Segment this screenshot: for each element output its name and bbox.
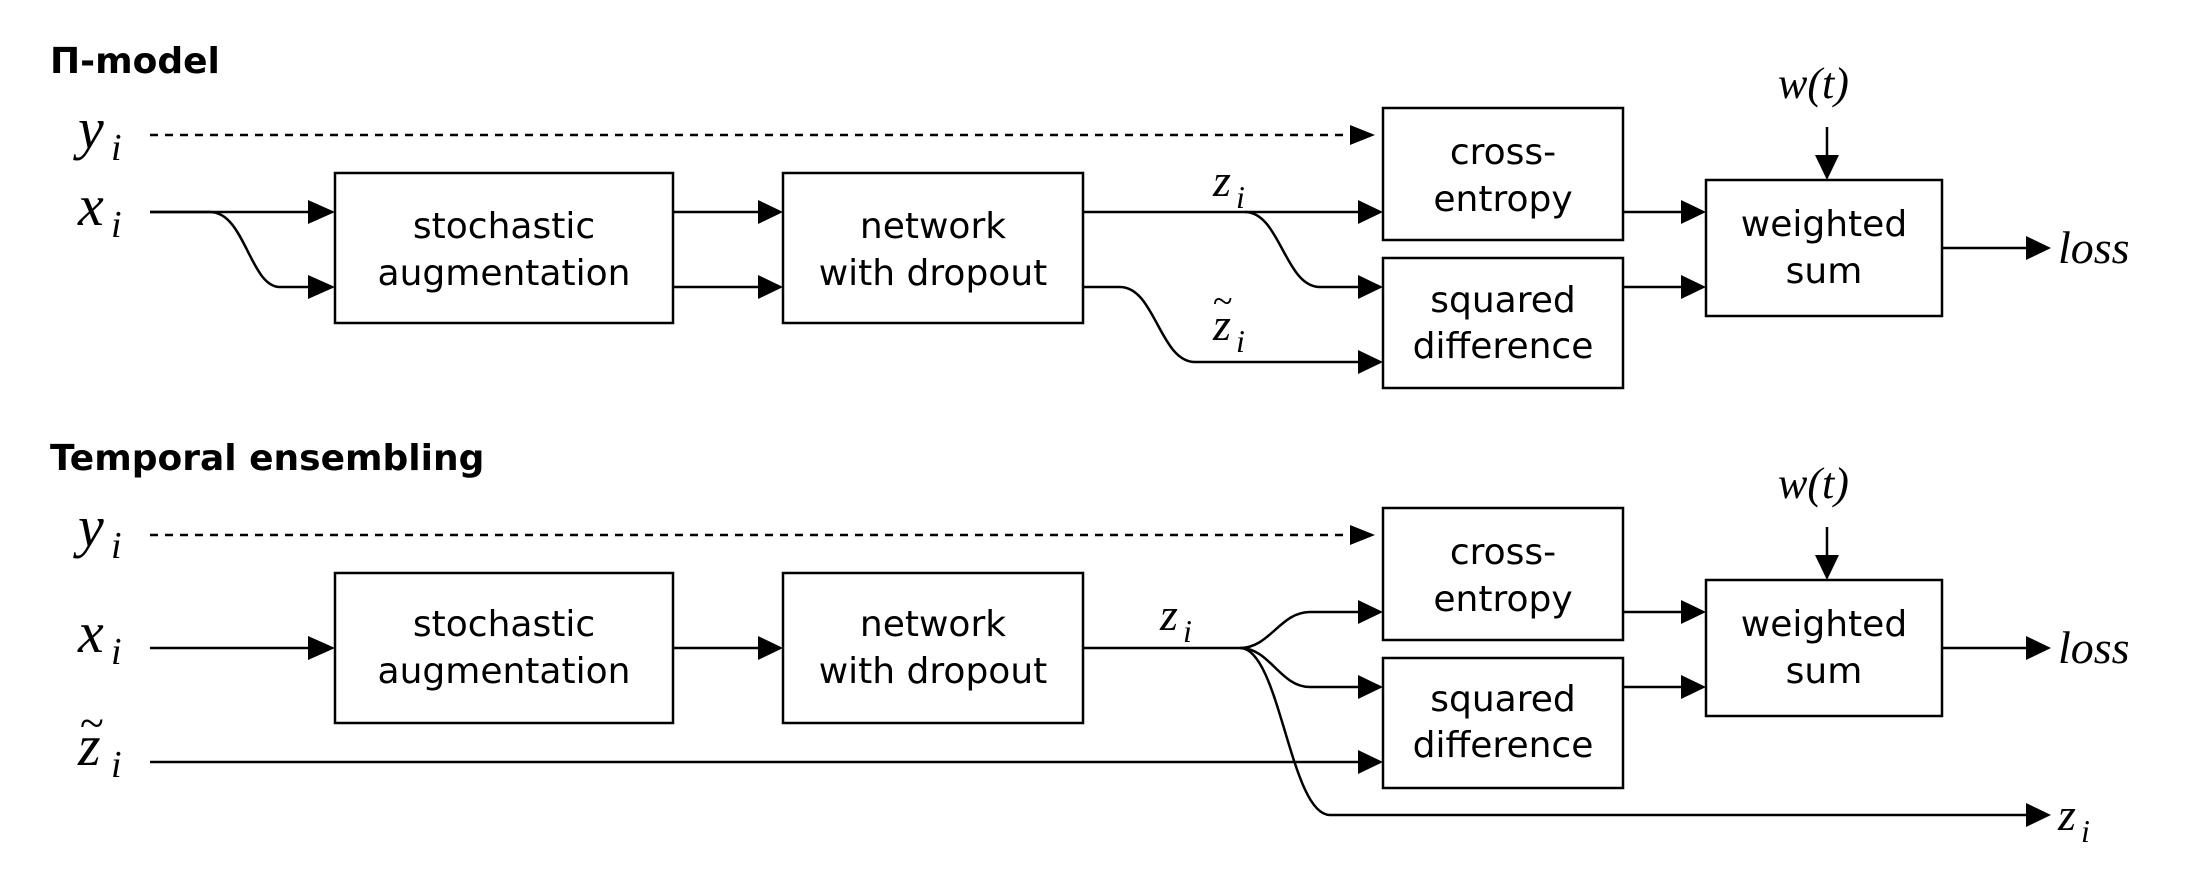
- svg-text:network: network: [860, 604, 1006, 645]
- svg-text:z: z: [2057, 789, 2076, 840]
- svg-text:difference: difference: [1413, 326, 1594, 367]
- pi-input-x-label: x i: [77, 173, 122, 246]
- pi-weighted-sum-box: weighted sum: [1704, 178, 1944, 318]
- svg-text:weighted: weighted: [1741, 204, 1907, 245]
- svg-text:difference: difference: [1413, 725, 1594, 766]
- te-z-label: z i: [1159, 589, 1192, 649]
- svg-text:with dropout: with dropout: [819, 651, 1048, 692]
- pi-ztilde-to-sq-wire: [1083, 285, 1360, 364]
- svg-text:entropy: entropy: [1433, 179, 1572, 220]
- te-weight-label: w(t): [1778, 459, 1849, 508]
- te-loss-arrowhead: [2026, 636, 2051, 660]
- svg-text:y: y: [73, 494, 104, 559]
- svg-text:network: network: [860, 206, 1006, 247]
- pi-weight-label: w(t): [1778, 59, 1849, 108]
- pi-z-to-sq-arrowhead: [1358, 275, 1383, 299]
- te-z-to-ce-wire: [1239, 610, 1360, 650]
- te-network-box: network with dropout: [781, 571, 1085, 725]
- pi-ce-to-ws-arrowhead: [1681, 200, 1706, 224]
- svg-text:z: z: [1159, 589, 1178, 640]
- temporal-section: Temporal ensembling y i x i ~ z i stocha…: [50, 438, 2130, 849]
- te-ztilde-arrowhead: [1358, 750, 1383, 774]
- pi-aug-to-net-lower-arrowhead: [758, 275, 783, 299]
- svg-text:i: i: [111, 204, 122, 246]
- svg-text:i: i: [111, 127, 122, 169]
- pi-aug-to-net-upper-arrowhead: [758, 200, 783, 224]
- pi-x-lower-wire: [150, 210, 310, 289]
- te-squared-difference-box: squared difference: [1381, 656, 1625, 790]
- svg-text:augmentation: augmentation: [378, 253, 631, 294]
- te-augmentation-box: stochastic augmentation: [333, 571, 675, 725]
- te-z-to-ce-arrowhead: [1358, 600, 1383, 624]
- te-z-to-sq-wire: [1239, 646, 1360, 689]
- svg-text:z: z: [77, 713, 101, 778]
- pi-loss-label: loss: [2058, 222, 2130, 273]
- pi-squared-difference-box: squared difference: [1381, 256, 1625, 390]
- svg-text:sum: sum: [1786, 651, 1863, 692]
- svg-text:with dropout: with dropout: [819, 253, 1048, 294]
- svg-text:stochastic: stochastic: [413, 206, 595, 247]
- te-z-to-sq-arrowhead: [1358, 675, 1383, 699]
- temporal-title: Temporal ensembling: [50, 438, 484, 479]
- te-final-z-label: z i: [2057, 789, 2090, 849]
- pi-ztilde-to-sq-arrowhead: [1358, 350, 1383, 374]
- svg-text:i: i: [1236, 323, 1245, 359]
- pi-weight-arrowhead: [1815, 155, 1839, 180]
- te-ce-to-ws-arrowhead: [1681, 600, 1706, 624]
- svg-text:sum: sum: [1786, 251, 1863, 292]
- pi-input-y-label: y i: [73, 96, 122, 169]
- svg-text:squared: squared: [1430, 679, 1576, 720]
- svg-text:i: i: [111, 525, 122, 567]
- svg-text:i: i: [1183, 613, 1192, 649]
- te-z-output-arrowhead: [2026, 803, 2051, 827]
- pi-label-arrowhead: [1350, 125, 1375, 145]
- te-weight-arrowhead: [1815, 555, 1839, 580]
- te-sq-to-ws-arrowhead: [1681, 675, 1706, 699]
- pi-loss-arrowhead: [2026, 236, 2051, 260]
- pi-z-to-sq-wire: [1244, 210, 1360, 289]
- svg-text:z: z: [1212, 155, 1231, 206]
- svg-text:cross-: cross-: [1450, 532, 1556, 573]
- svg-text:i: i: [111, 744, 122, 786]
- svg-text:i: i: [2081, 813, 2090, 849]
- te-cross-entropy-box: cross- entropy: [1381, 506, 1625, 642]
- svg-text:i: i: [1236, 179, 1245, 215]
- pi-x-lower-arrowhead: [308, 275, 335, 299]
- svg-text:stochastic: stochastic: [413, 604, 595, 645]
- pi-augmentation-box: stochastic augmentation: [333, 171, 675, 325]
- svg-text:weighted: weighted: [1741, 604, 1907, 645]
- te-input-y-label: y i: [73, 494, 122, 567]
- svg-text:z: z: [1212, 299, 1231, 350]
- pi-model-title: Π-model: [50, 41, 220, 82]
- te-label-arrowhead: [1350, 525, 1375, 545]
- te-loss-label: loss: [2058, 622, 2130, 673]
- pi-x-upper-arrowhead: [308, 200, 335, 224]
- te-z-output-wire: [1239, 646, 2030, 817]
- pi-cross-entropy-box: cross- entropy: [1381, 106, 1625, 242]
- svg-text:~: ~: [80, 699, 104, 748]
- svg-text:entropy: entropy: [1433, 579, 1572, 620]
- svg-text:y: y: [73, 96, 104, 161]
- pi-z-tilde-label: z ~ i: [1212, 281, 1245, 359]
- pi-network-box: network with dropout: [781, 171, 1085, 325]
- te-x-arrowhead: [308, 636, 335, 660]
- svg-text:x: x: [77, 173, 104, 238]
- svg-text:cross-: cross-: [1450, 132, 1556, 173]
- te-aug-to-net-arrowhead: [758, 636, 783, 660]
- te-weighted-sum-box: weighted sum: [1704, 578, 1944, 718]
- pi-z-to-ce-arrowhead: [1358, 200, 1383, 224]
- svg-text:x: x: [77, 600, 104, 665]
- svg-text:squared: squared: [1430, 280, 1576, 321]
- pi-z-label: z i: [1212, 155, 1245, 215]
- pi-sq-to-ws-arrowhead: [1681, 275, 1706, 299]
- svg-text:~: ~: [1213, 281, 1232, 321]
- pi-model-section: Π-model y i x i stochastic augmentation: [50, 41, 2130, 390]
- te-input-x-label: x i: [77, 600, 122, 673]
- svg-text:i: i: [111, 631, 122, 673]
- svg-text:augmentation: augmentation: [378, 651, 631, 692]
- te-input-z-tilde-label: ~ z i: [77, 699, 122, 786]
